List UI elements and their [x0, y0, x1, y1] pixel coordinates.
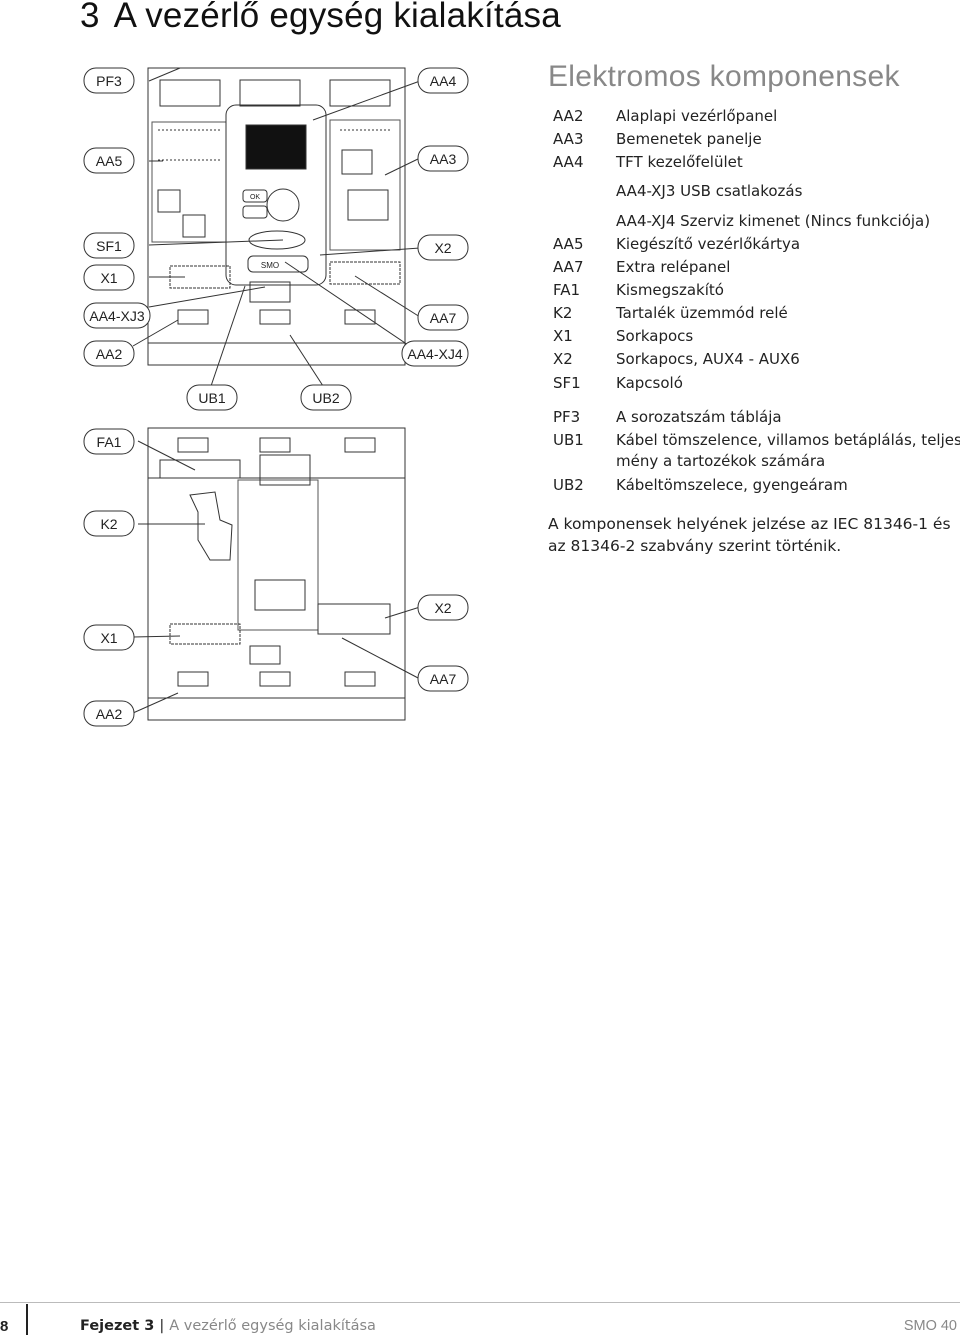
- x2-strip-upper: [329, 261, 401, 285]
- svg-text:UB1: UB1: [198, 390, 225, 406]
- svg-text:X1: X1: [100, 630, 117, 646]
- item-desc: Bemenetek panelje: [616, 130, 762, 148]
- item-code: AA3: [553, 130, 584, 148]
- wiring-diagram: PF3 AA5 SF1 X1 AA4-XJ3 AA2 FA1 K2 X1 AA2…: [83, 67, 469, 727]
- footer-chapter: Fejezet 3|A vezérlő egység kialakítása: [80, 1318, 376, 1334]
- svg-text:K2: K2: [100, 516, 117, 532]
- page-number-bar: [26, 1304, 28, 1335]
- item-code: UB1: [553, 431, 584, 449]
- aa5-board: [151, 121, 227, 243]
- callout-x2-lower: X2: [417, 594, 469, 621]
- item-desc: Kábeltömszelece, gyengeáram: [616, 476, 848, 494]
- callout-aa4: AA4: [417, 67, 469, 94]
- item-desc: Alaplapi vezérlőpanel: [616, 107, 778, 125]
- svg-text:AA4-XJ3: AA4-XJ3: [89, 308, 144, 324]
- item-desc: Kábel tömszelence, villamos betáplálás, …: [616, 431, 960, 449]
- ok-button-label: OK: [250, 194, 260, 201]
- callout-ub2: UB2: [300, 384, 352, 411]
- page-number: 8: [0, 1318, 9, 1335]
- control-knob: [266, 188, 300, 222]
- item-desc: mény a tartozékok számára: [616, 452, 826, 470]
- callout-aa7: AA7: [417, 304, 469, 331]
- fa1-breaker: [159, 459, 241, 479]
- item-code: PF3: [553, 408, 581, 426]
- item-code: AA4: [553, 153, 584, 171]
- item-code: UB2: [553, 476, 584, 494]
- page-title: 3 A vezérlő egység kialakítása: [80, 0, 561, 36]
- brand-label: SMO: [261, 261, 279, 270]
- aa4-xj3-block: [249, 281, 291, 303]
- x2-strip-lower: [317, 603, 391, 635]
- chapter-number: 3: [80, 0, 100, 35]
- callout-aa2-lower: AA2: [83, 700, 135, 727]
- callout-x1-lower: X1: [83, 624, 135, 651]
- svg-text:PF3: PF3: [96, 73, 122, 89]
- item-desc: Tartalék üzemmód relé: [616, 304, 788, 322]
- svg-text:UB2: UB2: [312, 390, 339, 406]
- item-desc: TFT kezelőfelület: [616, 153, 743, 171]
- item-code: AA5: [553, 235, 584, 253]
- callout-aa7-lower: AA7: [417, 665, 469, 692]
- callout-pf3: PF3: [83, 67, 135, 94]
- svg-text:FA1: FA1: [97, 434, 122, 450]
- callout-sf1: SF1: [83, 232, 135, 259]
- svg-text:AA4-XJ4: AA4-XJ4: [407, 346, 462, 362]
- item-code: X1: [553, 327, 573, 345]
- callout-aa4-xj3: AA4-XJ3: [83, 302, 151, 329]
- footer-section-title: A vezérlő egység kialakítása: [169, 1318, 376, 1334]
- item-desc: AA4-XJ4 Szerviz kimenet (Nincs funkciója…: [616, 212, 931, 230]
- item-desc: Extra relépanel: [616, 258, 731, 276]
- footer-product: SMO 40: [903, 1318, 957, 1334]
- item-desc: AA4-XJ3 USB csatlakozás: [616, 182, 803, 200]
- svg-text:X2: X2: [434, 240, 451, 256]
- tft-screen: [245, 124, 307, 170]
- item-code: FA1: [553, 281, 581, 299]
- aa2-lower-board: [237, 479, 319, 631]
- callout-aa2: AA2: [83, 340, 135, 367]
- lower-cabinet: [147, 427, 406, 721]
- x1-strip-lower: [169, 623, 241, 645]
- footer-chapter-label: Fejezet 3: [80, 1318, 155, 1334]
- svg-text:AA2: AA2: [96, 346, 123, 362]
- svg-text:X1: X1: [100, 270, 117, 286]
- callout-x2: X2: [417, 234, 469, 261]
- item-desc: A sorozatszám táblája: [616, 408, 782, 426]
- callout-aa5: AA5: [83, 147, 135, 174]
- item-desc: Kapcsoló: [616, 374, 683, 392]
- item-code: AA2: [553, 107, 584, 125]
- k2-relay: [189, 491, 233, 561]
- chapter-title: A vezérlő egység kialakítása: [113, 0, 561, 35]
- callout-aa4-xj4: AA4-XJ4: [401, 340, 469, 367]
- callouts: PF3 AA5 SF1 X1 AA4-XJ3 AA2 FA1 K2 X1 AA2…: [83, 67, 469, 727]
- svg-text:AA3: AA3: [430, 151, 457, 167]
- item-code: AA7: [553, 258, 584, 276]
- svg-text:AA7: AA7: [430, 310, 457, 326]
- callout-fa1: FA1: [83, 428, 135, 455]
- callout-aa3: AA3: [417, 145, 469, 172]
- item-code: X2: [553, 350, 573, 368]
- display-housing: [225, 104, 327, 286]
- upper-cabinet: [147, 67, 406, 366]
- item-desc: Sorkapocs, AUX4 - AUX6: [616, 350, 800, 368]
- callout-k2: K2: [83, 510, 135, 537]
- svg-text:AA7: AA7: [430, 671, 457, 687]
- item-desc: Kiegészítő vezérlőkártya: [616, 235, 801, 253]
- item-code: SF1: [553, 374, 581, 392]
- item-desc: Sorkapocs: [616, 327, 694, 345]
- standards-note: A komponensek helyének jelzése az IEC 81…: [548, 515, 951, 555]
- section-heading: Elektromos komponensek: [548, 60, 900, 93]
- svg-text:AA4: AA4: [430, 73, 457, 89]
- item-code: K2: [553, 304, 573, 322]
- callout-ub1: UB1: [186, 384, 238, 411]
- aa3-board: [329, 119, 401, 251]
- item-desc: Kismegszakító: [616, 281, 724, 299]
- svg-text:AA5: AA5: [96, 153, 123, 169]
- svg-text:X2: X2: [434, 600, 451, 616]
- footer-separator: |: [159, 1318, 165, 1334]
- svg-text:AA2: AA2: [96, 706, 123, 722]
- footer-rule: [0, 1302, 960, 1303]
- svg-text:SF1: SF1: [96, 238, 122, 254]
- callout-x1: X1: [83, 264, 135, 291]
